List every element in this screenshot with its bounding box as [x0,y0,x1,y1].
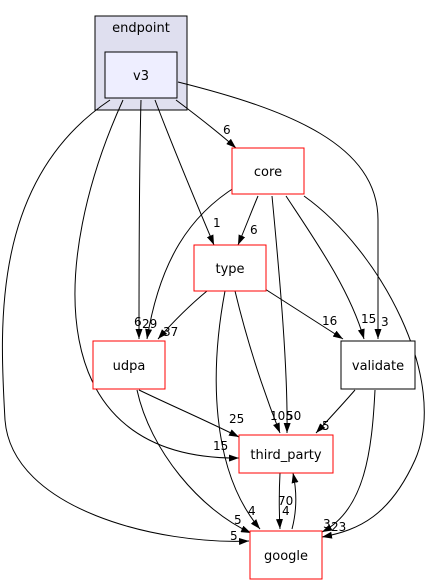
node-v3[interactable]: v3 [104,51,178,99]
edge-third_party-google[interactable] [275,472,283,530]
node-type-label: type [215,262,244,277]
edges-layer: 6 1 6 3 15 5 6 29 15 50 23 37 16 105 4 2… [1,81,425,545]
edge-label-udpa-google: 5 [234,513,242,527]
node-validate-label: validate [352,359,404,374]
edge-udpa-google[interactable] [136,389,252,534]
node-udpa-box [92,340,166,390]
node-type[interactable]: type [193,244,267,292]
node-third_party-box [238,434,334,474]
node-v3-box [104,51,178,99]
edge-label-type-validate: 16 [322,314,337,328]
edge-udpa-third_party[interactable] [138,389,240,438]
edge-label-third_party-google: 4 [282,504,290,518]
node-core[interactable]: core [231,147,305,195]
edge-label-v3-udpa: 6 [134,315,142,329]
edge-label-udpa-third_party: 25 [229,412,244,426]
edge-label-type-third_party: 105 [270,409,293,423]
edge-label-core-google: 23 [331,520,346,534]
edge-v3-google[interactable] [1,99,250,545]
edge-v3-type[interactable] [154,99,215,246]
edge-type-udpa[interactable] [157,290,208,340]
node-udpa[interactable]: udpa [92,340,166,390]
edge-label-core-type: 6 [250,223,258,237]
cluster-endpoint-label: endpoint [112,21,170,36]
node-validate-box [340,340,416,390]
node-core-box [231,147,305,195]
edge-v3-validate[interactable] [177,81,382,339]
node-google[interactable]: google [249,530,323,580]
node-third_party-label: third_party [250,448,321,463]
edge-core-google[interactable] [303,195,425,539]
node-udpa-label: udpa [113,359,146,374]
edge-label-type-udpa: 37 [163,325,178,339]
node-google-box [249,530,323,580]
edge-label-validate-google: 3 [323,517,331,531]
edge-label-core-validate: 15 [361,312,376,326]
edge-label-core-third_party: 50 [286,409,301,423]
edge-label-core-udpa: 29 [142,317,157,331]
edge-type-google[interactable] [215,290,261,530]
node-google-label: google [264,549,308,564]
nodes-layer: v3 core type udpa validate third_party g… [92,51,416,580]
edge-google-third_party[interactable] [291,472,299,530]
node-third_party[interactable]: third_party [238,434,334,474]
edge-type-third_party[interactable] [234,290,281,434]
edge-core-type[interactable] [237,195,259,246]
edge-type-validate[interactable] [264,288,344,340]
edge-core-validate[interactable] [285,195,365,340]
edge-label-google-third_party: 70 [278,494,293,508]
edge-label-validate-third_party: 5 [322,419,330,433]
edge-label-v3-core: 6 [223,123,231,137]
edge-v3-udpa[interactable] [135,99,143,340]
edge-label-v3-type: 1 [213,216,221,230]
edge-v3-third_party[interactable] [74,99,240,462]
edge-core-third_party[interactable] [271,195,291,434]
edge-validate-google[interactable] [321,389,376,533]
node-v3-label: v3 [133,69,149,84]
node-core-label: core [254,165,282,180]
node-type-box [193,244,267,292]
edge-label-type-google: 4 [248,504,256,518]
edge-label-v3-google: 5 [230,529,238,543]
edge-v3-core[interactable] [175,99,237,149]
edge-core-udpa[interactable] [145,185,238,340]
edge-label-v3-third_party: 15 [213,439,228,453]
edge-validate-third_party[interactable] [315,389,356,434]
node-validate[interactable]: validate [340,340,416,390]
edge-label-v3-validate: 3 [381,315,389,329]
